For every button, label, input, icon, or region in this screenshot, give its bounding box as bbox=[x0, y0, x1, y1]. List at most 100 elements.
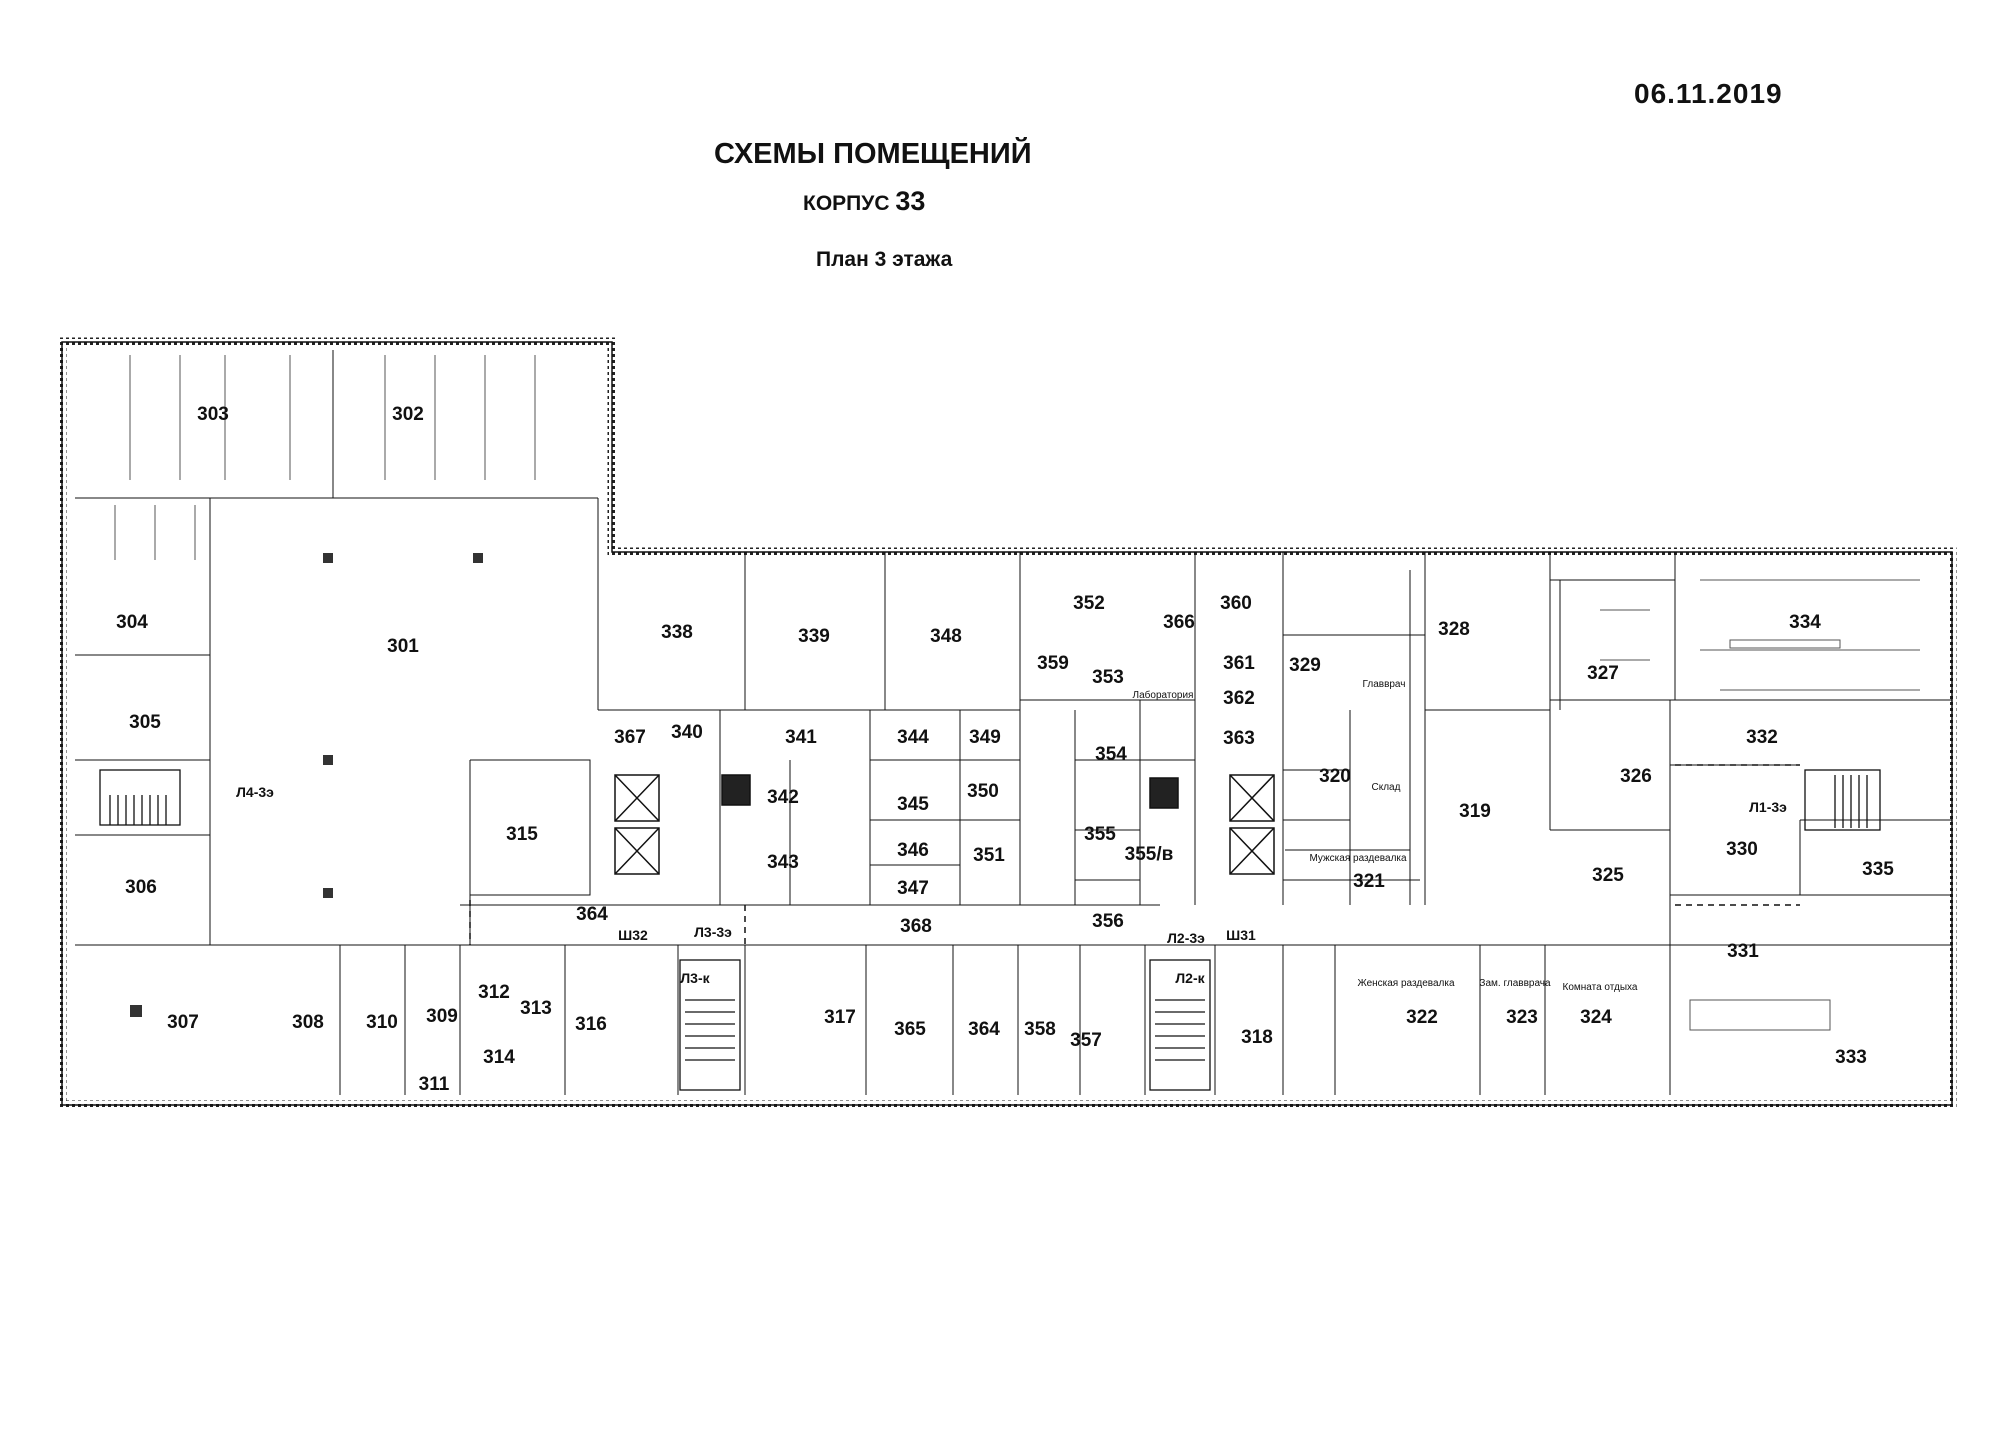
room-note: Женская раздевалка bbox=[1357, 978, 1455, 989]
room-label: 320 bbox=[1319, 766, 1351, 787]
room-numbers: 303 302 304 301 305 306 307 308 310 309 … bbox=[116, 404, 1894, 1095]
corpus-number: 33 bbox=[895, 186, 926, 216]
room-label: 325 bbox=[1592, 865, 1624, 886]
room-label: 352 bbox=[1073, 593, 1105, 614]
elevator-shaft bbox=[1229, 774, 1275, 822]
room-label: 302 bbox=[392, 404, 424, 425]
room-label: 354 bbox=[1095, 744, 1127, 765]
room-label: 309 bbox=[426, 1006, 458, 1027]
stair-and-shaft-labels: Л4-3э Л3-3э Л3-к Л2-3э Л2-к Л1-3э Ш32 Ш3… bbox=[236, 784, 1787, 986]
room-label: 347 bbox=[897, 878, 929, 899]
stair-label: Л1-3э bbox=[1749, 799, 1787, 815]
room-label: 356 bbox=[1092, 911, 1124, 932]
room-note: Зам. главврача bbox=[1479, 978, 1551, 989]
room-label: 329 bbox=[1289, 655, 1321, 676]
room-label: 310 bbox=[366, 1012, 398, 1033]
room-label: 365 bbox=[894, 1019, 926, 1040]
room-label: 307 bbox=[167, 1012, 199, 1033]
room-label: 311 bbox=[419, 1074, 450, 1095]
room-label: 351 bbox=[973, 845, 1005, 866]
elevator-shaft bbox=[614, 827, 660, 875]
room-label: 326 bbox=[1620, 766, 1652, 787]
stair-label: Л3-3э bbox=[694, 924, 732, 940]
room-label: 312 bbox=[478, 982, 510, 1003]
room-label: 313 bbox=[520, 998, 552, 1019]
dashed-partitions bbox=[469, 764, 1800, 945]
room-label: 314 bbox=[483, 1047, 515, 1068]
room-label: 348 bbox=[930, 626, 962, 647]
room-label: 319 bbox=[1459, 801, 1491, 822]
room-label: 333 bbox=[1835, 1047, 1867, 1068]
service-lift bbox=[721, 774, 751, 806]
room-note: Главврач bbox=[1363, 679, 1406, 690]
room-note: Лаборатория bbox=[1133, 689, 1194, 701]
room-label: 363 bbox=[1223, 728, 1255, 749]
room-label: 349 bbox=[969, 727, 1001, 748]
floor-plan-subtitle: План 3 этажа bbox=[816, 248, 953, 271]
room-label: 359 bbox=[1037, 653, 1069, 674]
shaft-label: Ш32 bbox=[618, 927, 648, 943]
room-label: 355 bbox=[1084, 824, 1116, 845]
elevator-shaft bbox=[1229, 827, 1275, 875]
service-lift bbox=[1149, 777, 1179, 809]
room-label: 346 bbox=[897, 840, 929, 861]
room-label: 358 bbox=[1024, 1019, 1056, 1040]
document-date: 06.11.2019 bbox=[1634, 78, 1783, 109]
page-title: СХЕМЫ ПОМЕЩЕНИЙ bbox=[714, 138, 1032, 170]
room-label: 301 bbox=[387, 636, 419, 657]
room-label: 361 bbox=[1223, 653, 1255, 674]
room-label: 335 bbox=[1862, 859, 1894, 880]
room-label: 338 bbox=[661, 622, 693, 643]
room-note: Комната отдыха bbox=[1563, 982, 1638, 993]
room-label: 330 bbox=[1726, 839, 1758, 860]
room-label: 350 bbox=[967, 781, 999, 802]
room-label: 318 bbox=[1241, 1027, 1273, 1048]
room-label: 331 bbox=[1727, 941, 1759, 962]
room-label: 334 bbox=[1789, 612, 1821, 633]
room-label: 355/в bbox=[1125, 844, 1174, 865]
shaft-label: Ш31 bbox=[1226, 927, 1256, 943]
room-label: 362 bbox=[1223, 688, 1255, 709]
room-label: 342 bbox=[767, 787, 799, 808]
stair-label: Л2-3э bbox=[1167, 930, 1205, 946]
stair-label: Л2-к bbox=[1175, 970, 1205, 986]
room-label: 322 bbox=[1406, 1007, 1438, 1028]
room-label: 327 bbox=[1587, 663, 1619, 684]
walls bbox=[57, 337, 1957, 1110]
room-note: Склад bbox=[1372, 782, 1401, 793]
room-label: 317 bbox=[824, 1007, 856, 1028]
room-label: 324 bbox=[1580, 1007, 1612, 1028]
room-label: 304 bbox=[116, 612, 148, 633]
room-label: 306 bbox=[125, 877, 157, 898]
columns bbox=[130, 553, 483, 1017]
room-label: 368 bbox=[900, 916, 932, 937]
room-label: 353 bbox=[1092, 667, 1124, 688]
room-label: 323 bbox=[1506, 1007, 1538, 1028]
room-label: 328 bbox=[1438, 619, 1470, 640]
room-label: 357 bbox=[1070, 1030, 1102, 1051]
room-label: 303 bbox=[197, 404, 229, 425]
corpus-label: КОРПУС bbox=[803, 192, 890, 215]
stair-label: Л4-3э bbox=[236, 784, 274, 800]
elevator-shaft bbox=[614, 774, 660, 822]
room-label: 308 bbox=[292, 1012, 324, 1033]
staircases bbox=[99, 769, 1881, 1091]
room-label: 367 bbox=[614, 727, 646, 748]
room-label: 364 bbox=[968, 1019, 1000, 1040]
room-label: 344 bbox=[897, 727, 929, 748]
room-label: 321 bbox=[1353, 871, 1385, 892]
room-label: 339 bbox=[798, 626, 830, 647]
room-label: 315 bbox=[506, 824, 538, 845]
stair-label: Л3-к bbox=[680, 970, 710, 986]
corpus-heading: КОРПУС 33 bbox=[803, 186, 925, 217]
room-label: 360 bbox=[1220, 593, 1252, 614]
room-note: Мужская раздевалка bbox=[1309, 853, 1407, 864]
room-label: 343 bbox=[767, 852, 799, 873]
room-label: 341 bbox=[785, 727, 817, 748]
room-label: 366 bbox=[1163, 612, 1195, 633]
room-label: 364 bbox=[576, 904, 608, 925]
elevators bbox=[614, 774, 1275, 875]
room-label: 316 bbox=[575, 1014, 607, 1035]
room-label: 305 bbox=[129, 712, 161, 733]
